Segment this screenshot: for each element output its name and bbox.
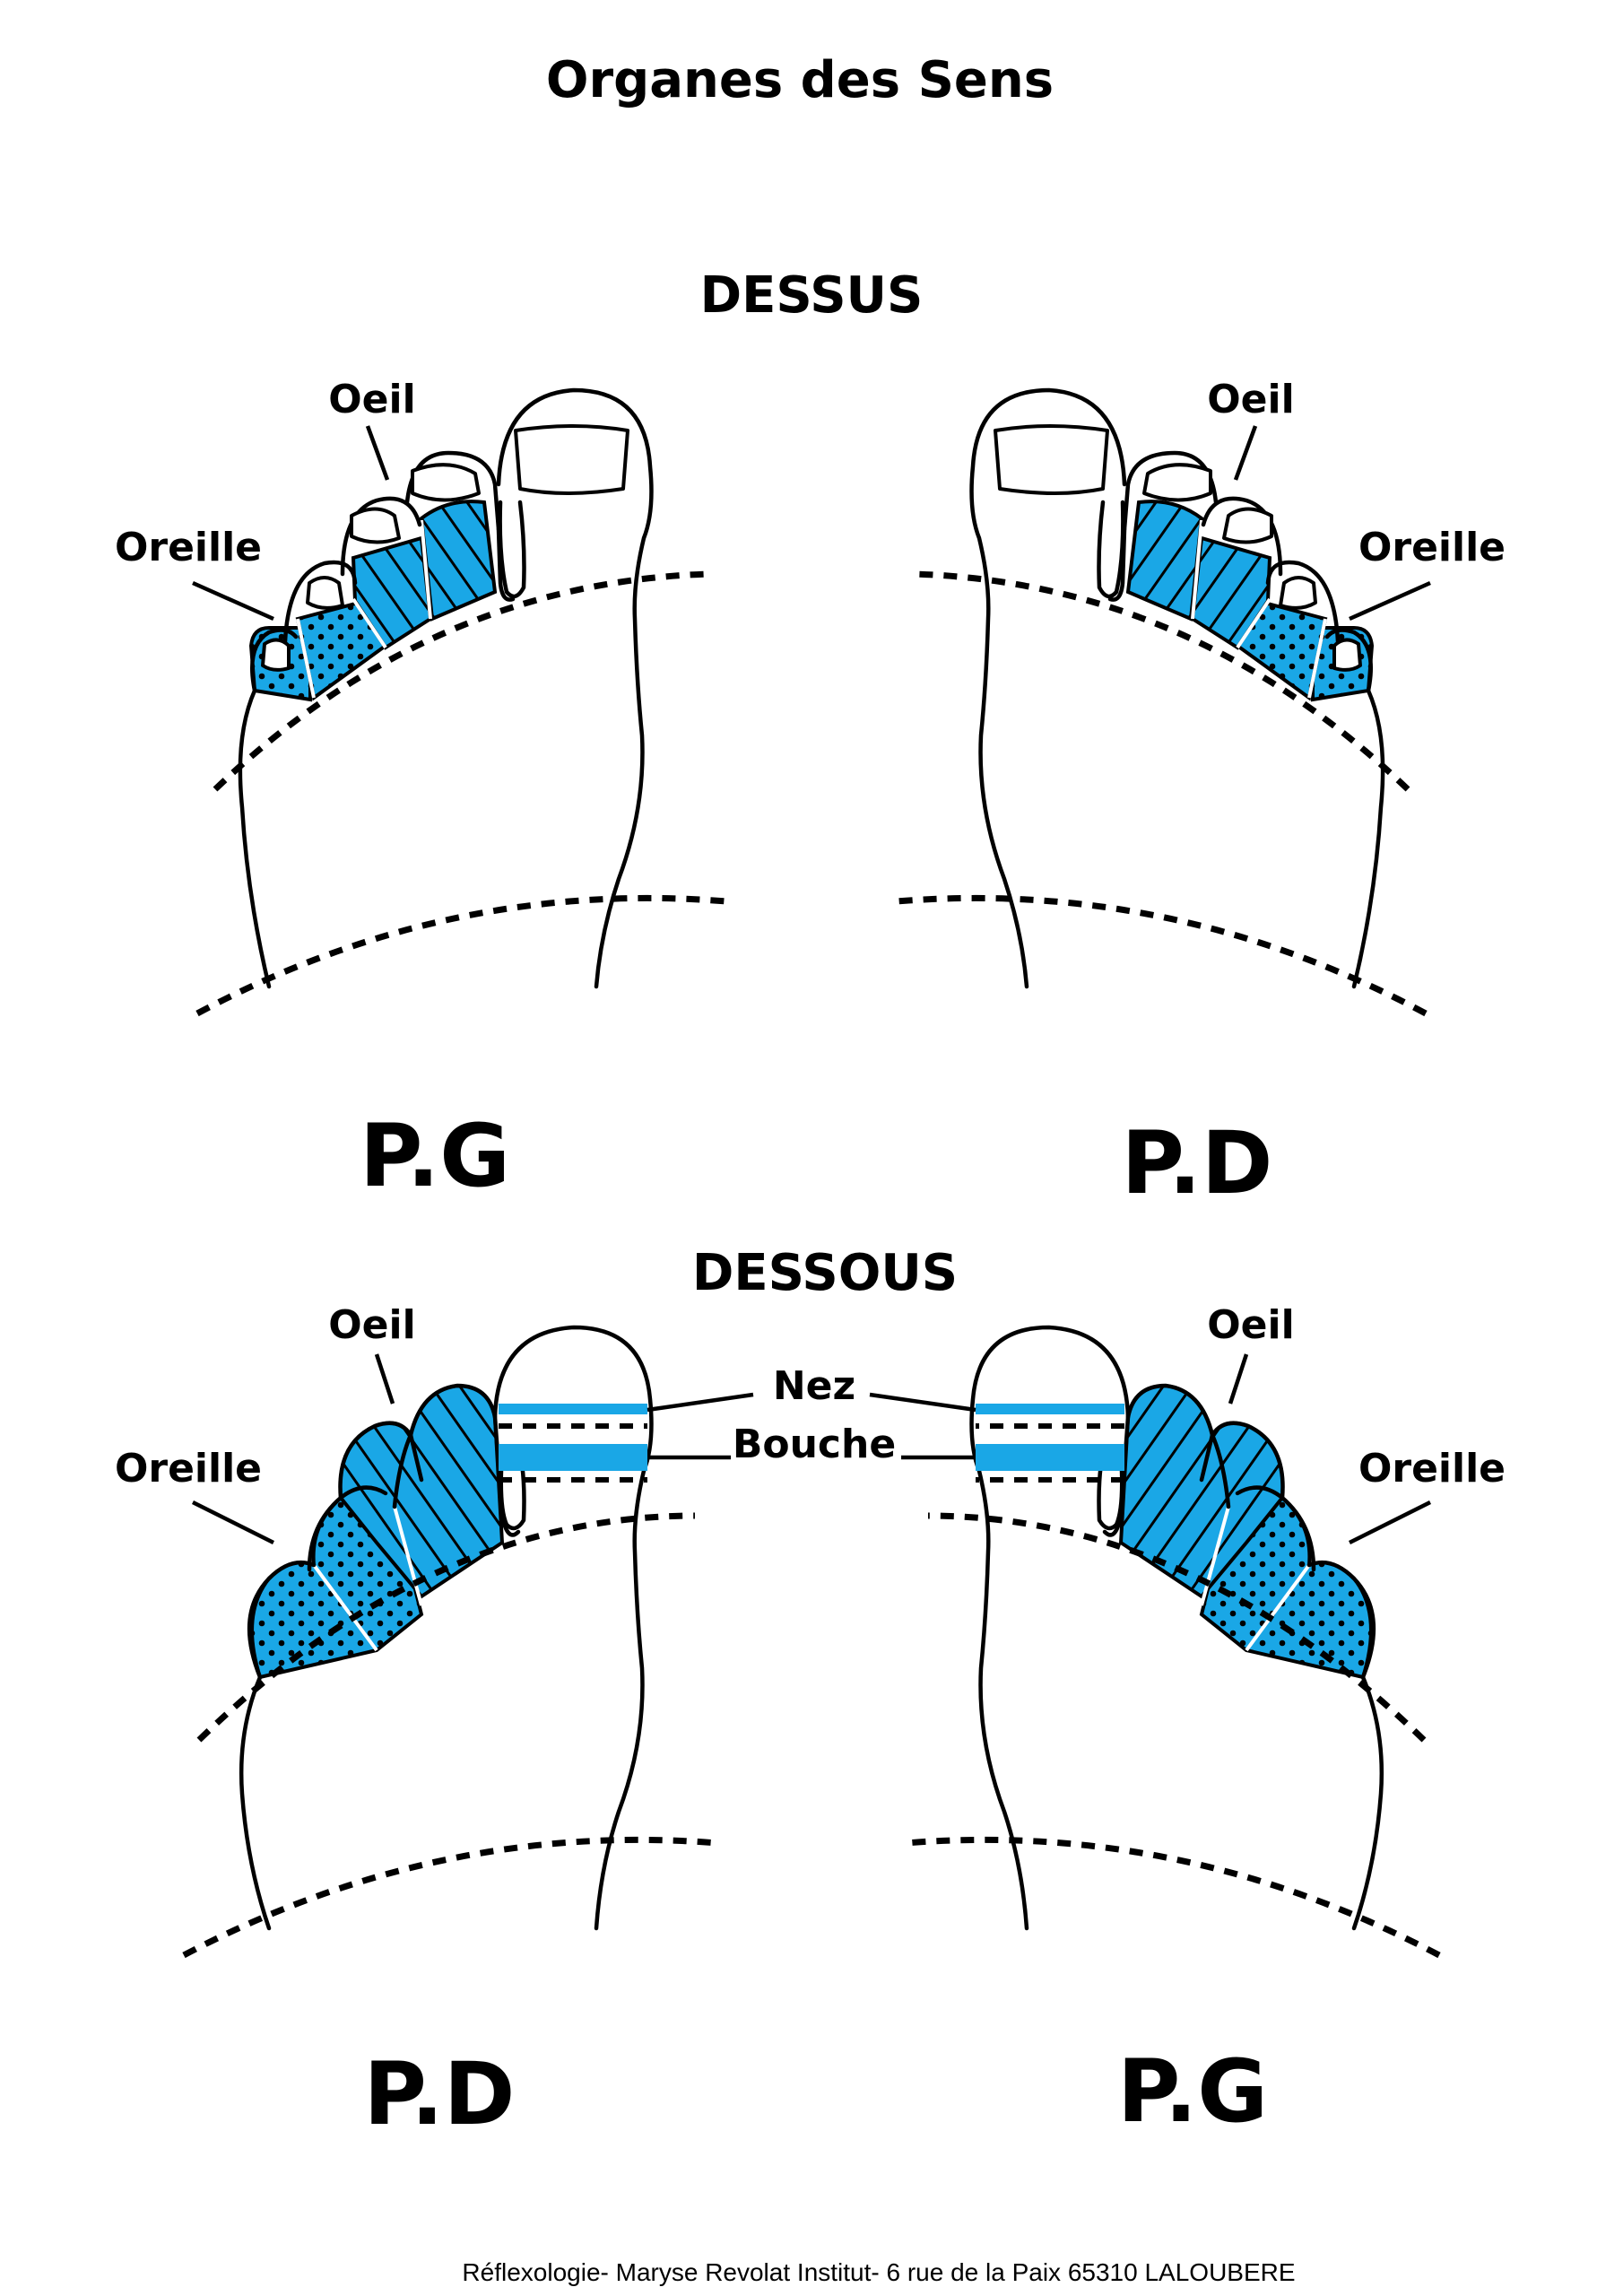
leader-line-nose-right	[869, 1392, 976, 1413]
side-label-bottom-left: P.D	[364, 2044, 516, 2144]
leader-line-ear-tr	[1349, 580, 1431, 622]
label-mouth: Bouche	[733, 1422, 896, 1467]
label-ear-bottom-left: Oreille	[115, 1446, 262, 1492]
leader-line-eye-tr	[1233, 425, 1258, 481]
label-eye-bottom-right: Oeil	[1207, 1302, 1294, 1348]
label-ear-top-right: Oreille	[1358, 525, 1506, 570]
leader-line-ear-tl	[192, 580, 274, 622]
leader-line-eye-bl	[374, 1353, 395, 1405]
leader-line-nose-left	[647, 1392, 754, 1413]
side-label-bottom-right: P.G	[1117, 2041, 1268, 2142]
foot-bottom-left	[184, 1327, 717, 1955]
section-heading-top: DESSUS	[700, 266, 924, 325]
leader-line-ear-br	[1348, 1500, 1432, 1545]
foot-top-right	[897, 390, 1426, 1013]
foot-bottom-right	[906, 1327, 1439, 1955]
label-nose: Nez	[773, 1363, 855, 1409]
page-title: Organes des Sens	[546, 51, 1054, 109]
label-eye-top-right: Oeil	[1207, 377, 1294, 422]
section-heading-bottom: DESSOUS	[692, 1244, 958, 1302]
leader-line-eye-tl	[365, 425, 390, 481]
leader-line-ear-bl	[191, 1500, 275, 1545]
foot-top-left	[197, 390, 726, 1013]
label-eye-bottom-left: Oeil	[328, 1302, 415, 1348]
leader-line-eye-br	[1228, 1353, 1249, 1405]
label-eye-top-left: Oeil	[328, 377, 415, 422]
label-ear-top-left: Oreille	[115, 525, 262, 570]
footer-credit: Réflexologie- Maryse Revolat Institut- 6…	[462, 2258, 1295, 2286]
side-label-top-left: P.G	[360, 1106, 510, 1206]
label-ear-bottom-right: Oreille	[1358, 1446, 1506, 1492]
side-label-top-right: P.D	[1122, 1113, 1273, 1213]
